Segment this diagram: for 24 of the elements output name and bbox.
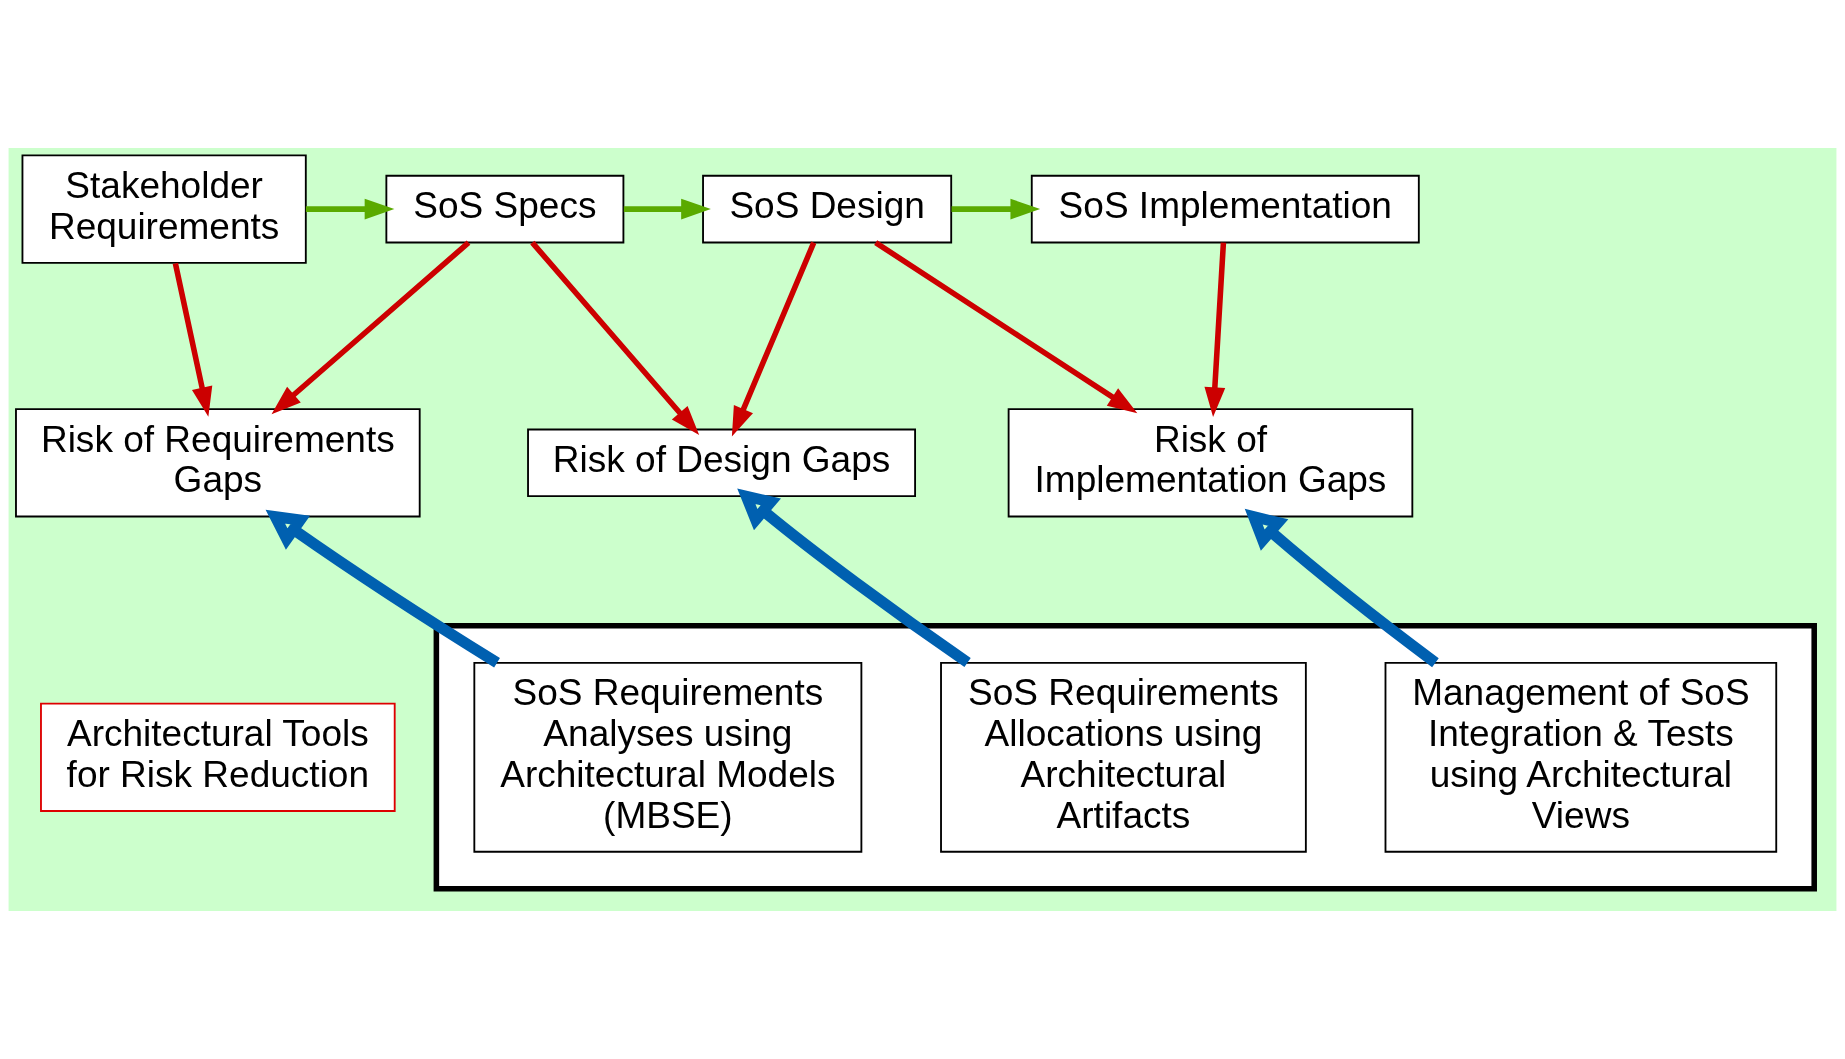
node-box: Risk of Requirements Gaps: [15, 408, 421, 518]
node-box: Risk of Implementation Gaps: [1007, 408, 1414, 518]
node-box: Risk of Design Gaps: [527, 428, 916, 498]
arrow: [1204, 242, 1227, 418]
arrow: [874, 240, 1138, 414]
node-box: Management of SoS Integration & Tests using Architectural Views: [1384, 661, 1778, 853]
arrow: [271, 240, 471, 415]
node-box: Stakeholder Requirements: [21, 154, 307, 264]
arrow: [305, 198, 395, 220]
arrow: [623, 198, 711, 220]
arrow: [731, 241, 817, 437]
node-box: SoS Design: [702, 174, 953, 244]
node-box: SoS Implementation: [1030, 174, 1420, 244]
node-box: SoS Requirements Analyses using Architectural Models (MBSE): [473, 661, 863, 853]
arrow: [737, 488, 971, 668]
arrow: [265, 509, 500, 668]
cluster: [433, 623, 1817, 892]
arrow: [951, 198, 1041, 220]
arrow: [172, 262, 213, 417]
node-box: SoS Specs: [385, 174, 625, 244]
arrow: [1244, 508, 1439, 668]
arrow: [530, 240, 700, 436]
node-box: SoS Requirements Allocations using Architectural Artifacts: [940, 661, 1307, 853]
node-box: Architectural Tools for Risk Reduction: [40, 702, 396, 812]
